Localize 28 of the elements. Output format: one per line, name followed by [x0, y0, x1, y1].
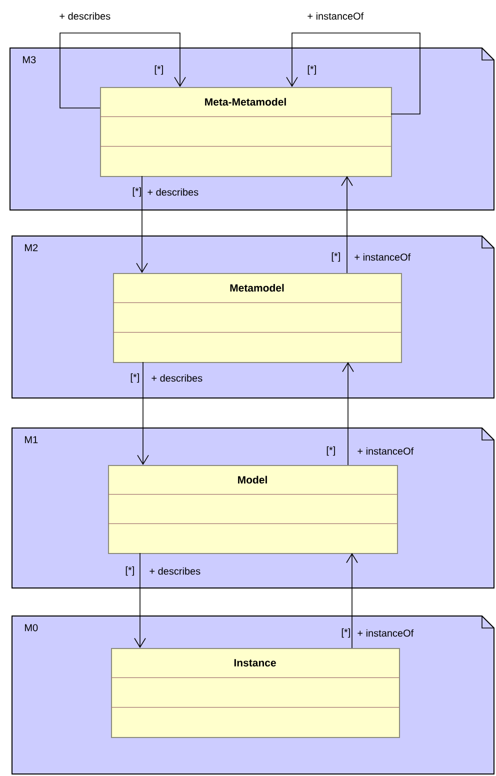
- association-arrow: [137, 362, 149, 465]
- edge-label: + describes: [60, 12, 110, 20]
- association-arrow: [346, 553, 358, 648]
- association-arrow: [341, 176, 353, 274]
- association-arrow: [136, 176, 148, 273]
- multiplicity-label: [*]: [342, 628, 350, 638]
- edge-label: + describes: [150, 567, 200, 575]
- multiplicity-label: [*]: [130, 373, 139, 383]
- multiplicity-label: [*]: [308, 65, 316, 75]
- association-arrow: [60, 32, 186, 108]
- multiplicity-label: [*]: [132, 187, 141, 197]
- edge-label: + describes: [152, 374, 202, 382]
- association-arrow: [342, 362, 354, 466]
- edge-label: + instanceOf: [308, 12, 364, 20]
- edge-label: + instanceOf: [354, 253, 411, 261]
- class-box: Metamodel: [112, 273, 402, 363]
- class-box: Model: [108, 465, 398, 554]
- edge-label: + describes: [148, 188, 198, 196]
- edge-label: + instanceOf: [358, 629, 414, 637]
- multiplicity-label: [*]: [326, 446, 335, 456]
- multiplicity-label: [*]: [154, 65, 163, 75]
- class-box: Instance: [110, 648, 400, 738]
- multiplicity-label: [*]: [332, 252, 340, 262]
- multiplicity-label: [*]: [126, 566, 134, 576]
- edge-label: + instanceOf: [358, 447, 414, 455]
- association-arrow: [134, 552, 146, 648]
- association-arrow: [286, 32, 420, 114]
- class-box: Meta-Metamodel: [100, 87, 392, 177]
